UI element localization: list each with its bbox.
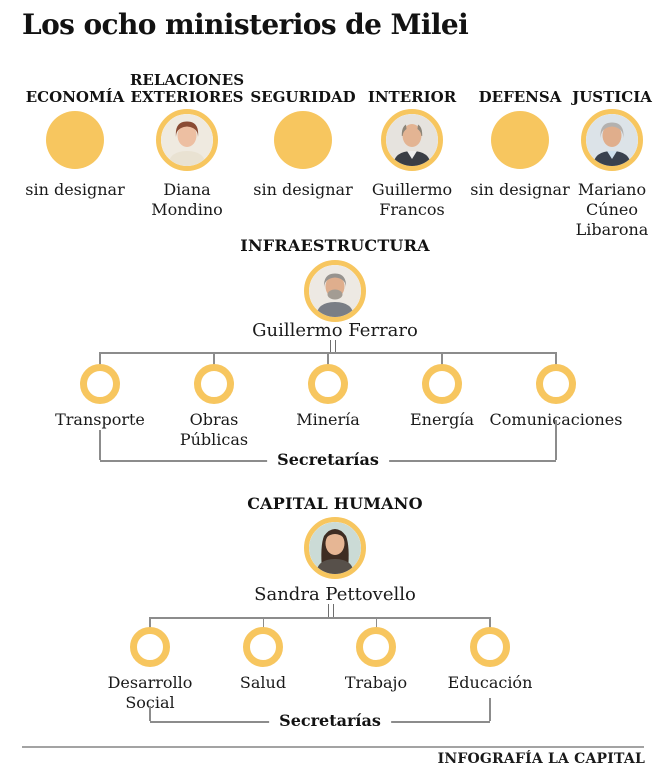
ministry-justicia: JUSTICIA Mariano Cúneo Libarona (554, 70, 670, 240)
footer-credit: INFOGRAFÍA LA CAPITAL (437, 751, 645, 767)
secretariat-obras-publicas: Obras Públicas (166, 364, 262, 450)
bearded-man-portrait-icon (309, 265, 361, 317)
secretariat-ring (308, 364, 348, 404)
photo-mariano-cuneo-libarona (581, 109, 643, 171)
secretarias-group-label: Secretarías (267, 451, 389, 469)
tree-drop-line (149, 617, 151, 628)
circle-wrap (554, 106, 670, 174)
tree-drop-line (489, 617, 491, 628)
minister-name: Diana Mondino (151, 180, 223, 219)
ministry-interior: INTERIOR Guillermo Francos (354, 70, 470, 220)
secretariat-salud: Salud (213, 627, 313, 693)
bracket-right-line (489, 698, 491, 721)
tree-drop-line (441, 352, 443, 365)
circle-wrap (245, 106, 361, 174)
ministry-label: DEFENSA (478, 88, 562, 106)
section-title-capital-humano: CAPITAL HUMANO (247, 494, 423, 513)
minister-name: sin designar (253, 180, 353, 199)
double-connector-line (328, 604, 334, 618)
gray-haired-man-portrait-icon (586, 114, 638, 166)
secretariat-label: Transporte (55, 410, 145, 429)
footer-divider (22, 746, 644, 748)
minister-name: sin designar (25, 180, 125, 199)
tree-rail-line (150, 617, 490, 619)
ministry-defensa: DEFENSA sin designar (462, 70, 578, 200)
minister-name: sin designar (470, 180, 570, 199)
tree-drop-line (555, 352, 557, 365)
secretariat-desarrollo-social: Desarrollo Social (90, 627, 210, 713)
long-haired-woman-portrait-icon (309, 522, 361, 574)
secretariat-label: Educación (447, 673, 533, 692)
tree-drop-line (262, 617, 264, 628)
circle-wrap (17, 106, 133, 174)
secretariat-label: Salud (239, 673, 287, 692)
secretariat-mineria: Minería (273, 364, 383, 430)
secretariat-trabajo: Trabajo (321, 627, 431, 693)
page-title: Los ocho ministerios de Milei (22, 8, 469, 41)
ministry-label: RELACIONES EXTERIORES (129, 71, 245, 106)
minister-name: Mariano Cúneo Libarona (575, 180, 649, 239)
secretarias-group-label: Secretarías (269, 712, 391, 730)
woman-portrait-icon (161, 114, 213, 166)
circle-wrap (354, 106, 470, 174)
ministry-label: ECONOMÍA (25, 88, 125, 106)
secretariat-comunicaciones: Comunicaciones (481, 364, 631, 430)
tree-drop-line (213, 352, 215, 365)
section-head-name: Guillermo Ferraro (252, 320, 418, 341)
photo-diana-mondino (156, 109, 218, 171)
secretariat-label: Trabajo (344, 673, 408, 692)
ministry-label: INTERIOR (367, 88, 457, 106)
secretariat-ring (80, 364, 120, 404)
ministry-seguridad: SEGURIDAD sin designar (245, 70, 361, 200)
secretariat-energia: Energía (387, 364, 497, 430)
photo-sandra-pettovello (304, 517, 366, 579)
bracket-left-line (99, 430, 101, 460)
secretariat-ring (130, 627, 170, 667)
tree-drop-line (327, 352, 329, 365)
secretariat-label: Desarrollo Social (107, 673, 193, 712)
photo-guillermo-francos (381, 109, 443, 171)
secretariat-educacion: Educación (430, 627, 550, 693)
circle-wrap (462, 106, 578, 174)
bracket-left-line (149, 706, 151, 721)
ministry-label: JUSTICIA (572, 88, 652, 106)
secretariat-ring (470, 627, 510, 667)
secretariat-label: Minería (296, 410, 360, 429)
ministry-label: SEGURIDAD (250, 88, 356, 106)
double-connector-line (330, 340, 336, 353)
section-head-name: Sandra Pettovello (254, 584, 416, 605)
vacant-circle (491, 111, 549, 169)
section-title-infraestructura: INFRAESTRUCTURA (240, 236, 430, 255)
minister-name: Guillermo Francos (371, 180, 453, 219)
secretariat-label: Comunicaciones (481, 410, 631, 430)
photo-guillermo-ferraro (304, 260, 366, 322)
secretariat-ring (536, 364, 576, 404)
secretariat-ring (422, 364, 462, 404)
tree-drop-line (375, 617, 378, 628)
tree-drop-line (99, 352, 101, 365)
ministry-relaciones-exteriores: RELACIONES EXTERIORES Diana Mondino (129, 70, 245, 220)
vacant-circle (274, 111, 332, 169)
bracket-right-line (555, 420, 557, 460)
secretariat-transporte: Transporte (44, 364, 156, 430)
secretariat-ring (194, 364, 234, 404)
secretariat-ring (356, 627, 396, 667)
balding-man-portrait-icon (386, 114, 438, 166)
secretariat-label: Energía (410, 410, 474, 429)
secretariat-label: Obras Públicas (179, 410, 249, 449)
circle-wrap (129, 106, 245, 174)
vacant-circle (46, 111, 104, 169)
ministry-economia: ECONOMÍA sin designar (17, 70, 133, 200)
secretariat-ring (243, 627, 283, 667)
